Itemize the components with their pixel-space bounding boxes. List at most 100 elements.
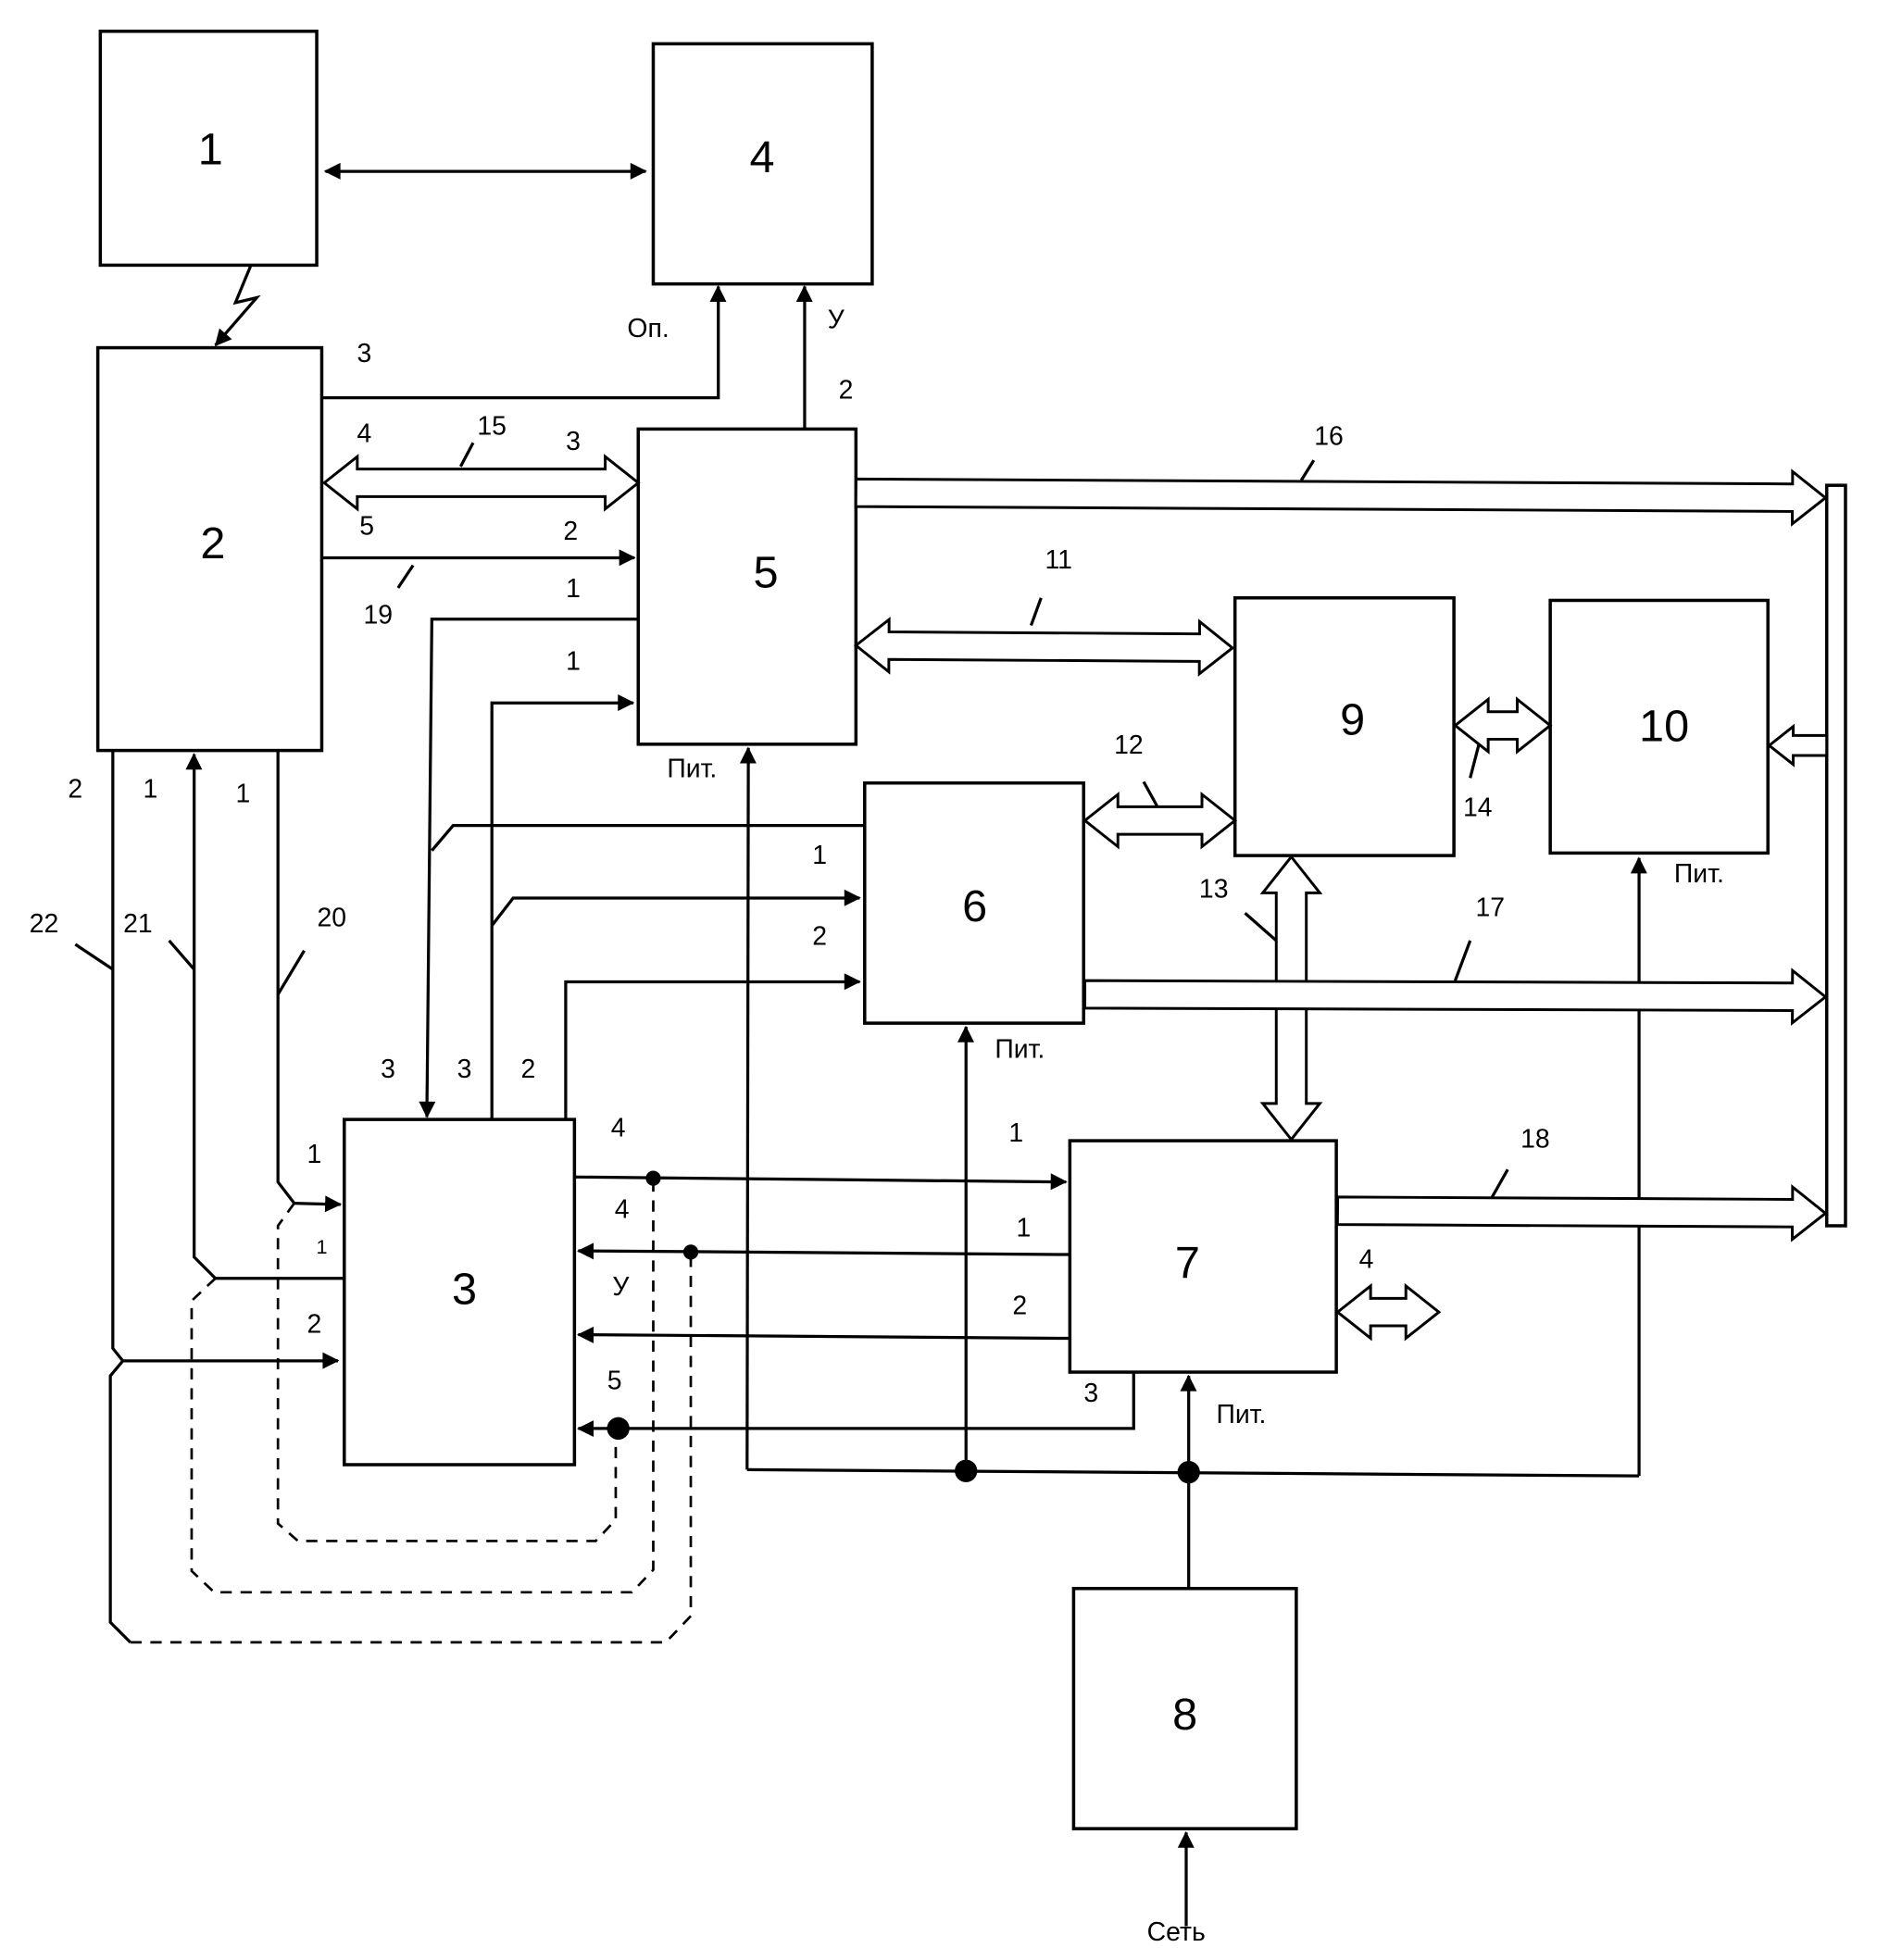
bus-11-5-9 xyxy=(853,617,1235,677)
junction-dot xyxy=(1177,1460,1200,1484)
port-label: 2 xyxy=(1012,1291,1027,1320)
connection-21-label: 21 xyxy=(123,909,153,939)
block-3-label: 3 xyxy=(452,1264,477,1314)
bus-15-2-5 xyxy=(321,454,641,512)
port-label: 4 xyxy=(1359,1244,1374,1274)
leader-19 xyxy=(396,564,415,589)
port-label: 1 xyxy=(566,574,581,604)
link-22 xyxy=(111,750,340,1369)
leader-22 xyxy=(74,943,114,971)
port-label: 1 xyxy=(143,774,157,804)
block-8 xyxy=(1071,1586,1298,1830)
bus-17-6-bus xyxy=(1083,968,1828,1026)
signal-u-label-3: У xyxy=(612,1272,630,1302)
port-label: 3 xyxy=(357,339,372,368)
bus-14-9-10 xyxy=(1453,696,1553,755)
port-label: 2 xyxy=(839,375,854,405)
link-7-3-out1 xyxy=(577,1242,1070,1260)
block-5-label: 5 xyxy=(754,547,779,597)
signal-u-label: У xyxy=(828,306,845,335)
port-label: 3 xyxy=(457,1055,472,1084)
link-7-3-out2 xyxy=(577,1326,1070,1343)
port-label: 1 xyxy=(812,841,827,870)
port-label: 5 xyxy=(359,512,374,542)
block-6-label: 6 xyxy=(962,881,987,931)
leader-13 xyxy=(1244,912,1278,943)
connection-19-label: 19 xyxy=(363,601,393,630)
leader-11 xyxy=(1029,597,1043,627)
leader-14 xyxy=(1469,743,1481,779)
signal-op-label: Оп. xyxy=(627,314,669,343)
port-label: 5 xyxy=(607,1366,622,1395)
block-9-label: 9 xyxy=(1340,695,1365,745)
connection-22-label: 22 xyxy=(30,909,59,939)
link-20 xyxy=(276,750,343,1213)
bus-arrows xyxy=(321,454,1829,1342)
block-1 xyxy=(98,30,319,268)
junction-dot xyxy=(682,1244,699,1260)
leader-17 xyxy=(1453,940,1472,981)
port-label: 1 xyxy=(1016,1214,1031,1243)
link-22-lower xyxy=(108,1359,131,1643)
port-label: 3 xyxy=(566,427,581,456)
connection-12-label: 12 xyxy=(1114,730,1144,760)
leader-12 xyxy=(1142,780,1159,808)
dashed-loop-22 xyxy=(130,1252,693,1644)
power-label-5: Пит. xyxy=(667,755,717,784)
block-4 xyxy=(651,42,874,286)
mains-label: Сеть xyxy=(1147,1917,1206,1947)
leader-18 xyxy=(1490,1168,1509,1200)
dashed-loop-20 xyxy=(276,1202,618,1542)
leader-16 xyxy=(1299,459,1316,481)
port-label: 1 xyxy=(307,1140,321,1169)
block-10-label: 10 xyxy=(1639,701,1689,751)
bus-16-5-bus xyxy=(854,468,1828,527)
link-3-6-in2 xyxy=(564,973,861,1120)
power-to-5 xyxy=(739,746,757,1470)
bus-to-10 xyxy=(1767,723,1829,768)
bus-bar xyxy=(1824,483,1847,1228)
block-3 xyxy=(343,1117,577,1467)
port-label: 2 xyxy=(68,774,82,804)
power-label-10: Пит. xyxy=(1674,859,1724,889)
port-label: 1 xyxy=(566,647,581,677)
block-7 xyxy=(1068,1139,1338,1374)
junction-dot xyxy=(645,1170,661,1186)
block-9 xyxy=(1233,596,1456,857)
bus-18-7-bus xyxy=(1335,1184,1828,1242)
port-4-7 xyxy=(1335,1282,1442,1342)
connection-15-label: 15 xyxy=(477,412,507,442)
link-5-3 xyxy=(419,618,639,1118)
leader-20 xyxy=(276,949,306,995)
junction-dot xyxy=(607,1417,630,1440)
bus-12-6-9 xyxy=(1082,791,1238,850)
port-label: 2 xyxy=(563,517,578,546)
leader-15 xyxy=(458,442,475,468)
connection-16-label: 16 xyxy=(1314,421,1344,451)
block-10 xyxy=(1548,598,1770,855)
block-1-label: 1 xyxy=(198,125,223,175)
port-label: 3 xyxy=(381,1055,395,1084)
port-label: 1 xyxy=(1008,1118,1023,1148)
connection-17-label: 17 xyxy=(1476,893,1506,923)
block-7-label: 7 xyxy=(1175,1238,1200,1288)
power-label-6: Пит. xyxy=(995,1034,1045,1064)
port-label: 3 xyxy=(1083,1379,1098,1408)
block-4-label: 4 xyxy=(749,132,774,182)
connection-11-label: 11 xyxy=(1045,545,1071,575)
connection-14-label: 14 xyxy=(1463,793,1493,823)
block-8-label: 8 xyxy=(1172,1690,1197,1740)
power-label-7: Пит. xyxy=(1216,1400,1266,1429)
port-label: 4 xyxy=(615,1194,630,1224)
block-5 xyxy=(636,427,858,746)
wireless-link-1-2 xyxy=(214,266,261,347)
port-label: 2 xyxy=(307,1310,321,1340)
connection-18-label: 18 xyxy=(1520,1125,1550,1155)
junction-dot xyxy=(955,1459,978,1482)
port-label: 2 xyxy=(812,922,827,952)
link-21 xyxy=(185,753,344,1280)
connection-20-label: 20 xyxy=(317,903,346,932)
link-2-4-op xyxy=(321,285,727,400)
